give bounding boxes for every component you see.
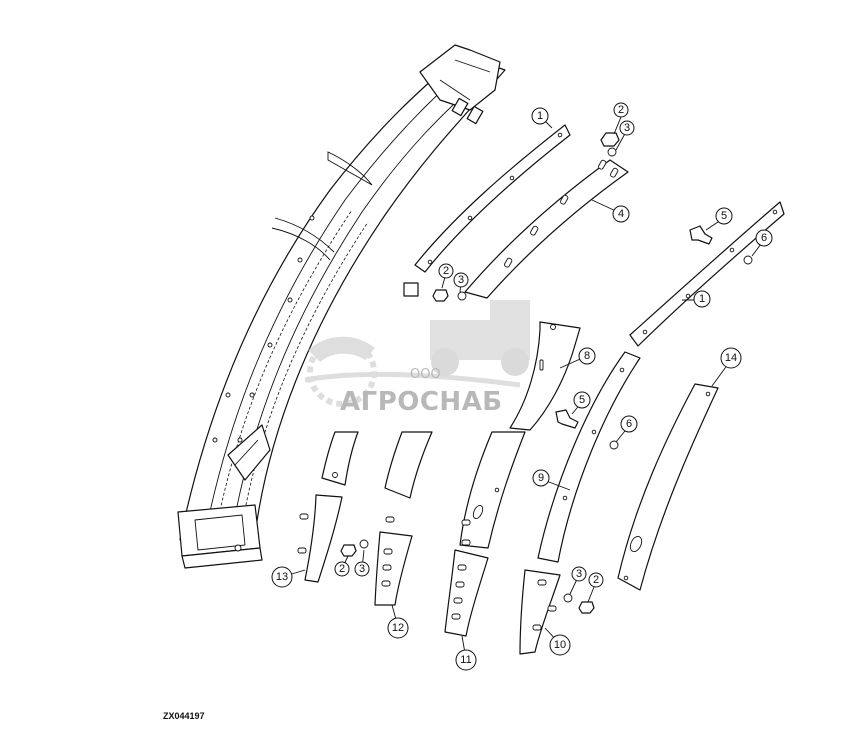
watermark-prefix: ООО [410, 367, 441, 382]
wear-strip-right [629, 201, 785, 347]
svg-text:3: 3 [576, 568, 582, 580]
svg-text:10: 10 [554, 639, 566, 651]
svg-text:2: 2 [618, 104, 624, 116]
liner-plate-upper [464, 159, 629, 299]
callout-6b: 6 [620, 415, 638, 433]
callout-1b: 1 [693, 290, 711, 308]
bolt-nut-right-top [689, 225, 753, 265]
svg-text:3: 3 [624, 122, 630, 134]
svg-text:11: 11 [460, 654, 471, 666]
svg-text:3: 3 [359, 563, 365, 575]
svg-text:13: 13 [276, 571, 288, 583]
callout-2b: 2 [438, 263, 454, 279]
callout-14: 14 [720, 347, 742, 369]
callout-9: 9 [532, 469, 550, 487]
callout-6a: 6 [755, 229, 773, 247]
svg-text:4: 4 [618, 208, 624, 220]
svg-text:1: 1 [537, 110, 543, 122]
watermark-company-name: АГРОСНАБ [340, 387, 503, 417]
callout-12: 12 [387, 617, 409, 639]
drawing-code: ZX044197 [163, 711, 205, 721]
segment-13 [297, 431, 359, 583]
svg-text:8: 8 [584, 350, 590, 362]
liner-segment-14 [617, 383, 719, 591]
callout-4: 4 [612, 205, 630, 223]
callout-2a: 2 [613, 102, 629, 118]
fasteners-upper [403, 132, 620, 302]
callout-1a: 1 [531, 107, 549, 125]
callout-10: 10 [549, 634, 571, 656]
svg-text:6: 6 [761, 232, 767, 244]
main-frame [177, 44, 506, 569]
svg-text:2: 2 [339, 563, 345, 575]
svg-text:5: 5 [721, 210, 727, 222]
fasteners-lower-left [340, 539, 369, 557]
svg-text:2: 2 [443, 265, 449, 277]
callout-5b: 5 [573, 391, 591, 409]
callout-3d: 3 [571, 566, 587, 582]
callout-3b: 3 [453, 272, 469, 288]
svg-text:2: 2 [593, 574, 599, 586]
svg-text:3: 3 [458, 274, 464, 286]
callout-2d: 2 [588, 572, 604, 588]
callout-8: 8 [578, 347, 596, 365]
svg-text:14: 14 [725, 352, 737, 364]
liner-segment-9 [537, 351, 641, 563]
svg-text:1: 1 [699, 293, 705, 305]
svg-text:12: 12 [392, 622, 404, 634]
svg-text:9: 9 [538, 472, 544, 484]
bolt-nut-right-mid [555, 409, 619, 450]
callout-13: 13 [271, 566, 293, 588]
segment-10 [519, 569, 595, 655]
wear-strip-upper [414, 124, 571, 273]
segment-12 [374, 431, 433, 606]
svg-text:5: 5 [579, 394, 585, 406]
svg-text:6: 6 [626, 418, 632, 430]
watermark-logo [304, 300, 530, 407]
segment-11 [444, 431, 526, 637]
callout-3a: 3 [619, 120, 635, 136]
callout-3c: 3 [354, 561, 370, 577]
callout-2c: 2 [334, 561, 350, 577]
callout-5a: 5 [715, 207, 733, 225]
callout-11: 11 [455, 649, 477, 671]
